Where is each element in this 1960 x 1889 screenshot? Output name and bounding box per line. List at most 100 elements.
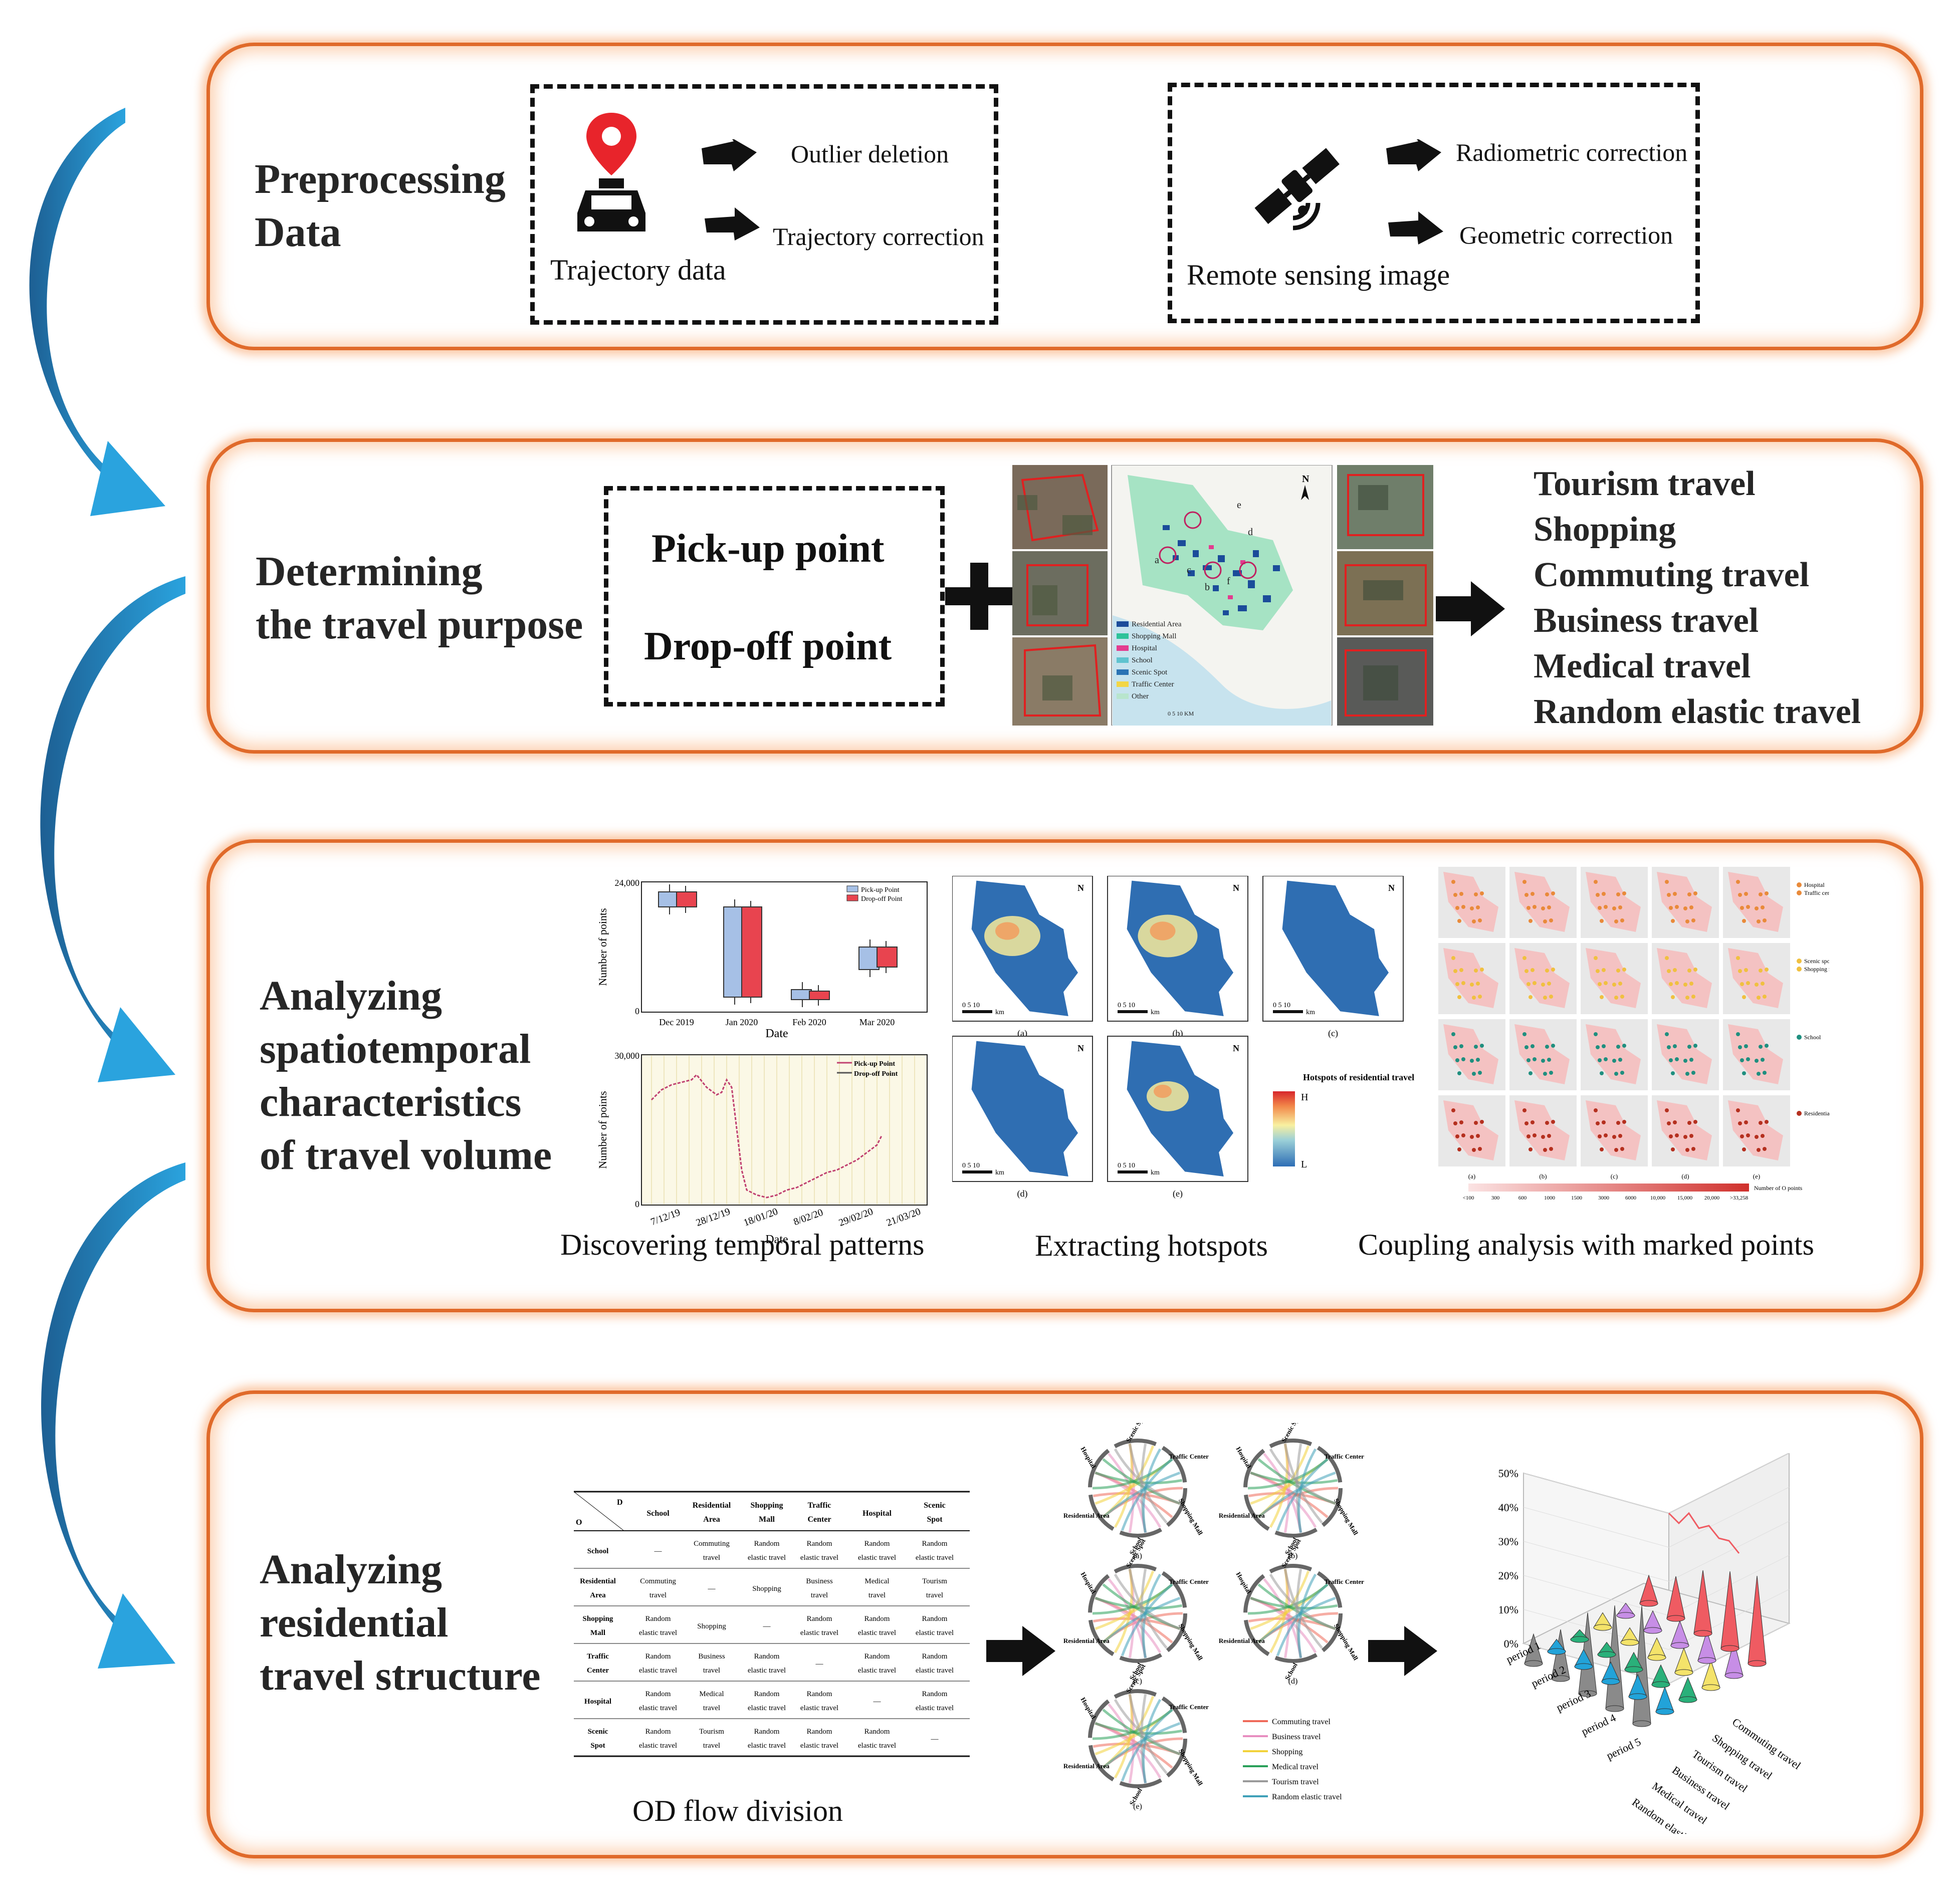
line-chart-gridlines: [651, 1056, 915, 1204]
hotspot-panel-label: (e): [1173, 1189, 1183, 1199]
box-pickup: [858, 947, 880, 970]
north-arrow: N: [1077, 883, 1084, 893]
purpose-medical-travel: Medical travel: [1534, 647, 1751, 685]
drop-off-point-label: Drop-off point: [644, 624, 892, 668]
coupling-count-label: 10,000: [1650, 1195, 1666, 1201]
chord-node-label: Shopping Mall: [1177, 1497, 1204, 1536]
coupling-map-cell: [1438, 1095, 1505, 1166]
flow-arrow-2: [40, 576, 185, 1082]
coupling-map-cell: [1652, 867, 1719, 938]
od-cell: Random: [864, 1728, 890, 1736]
caption-od-flow-division: OD flow division: [632, 1794, 843, 1827]
coupling-map-cell: [1723, 1095, 1790, 1166]
od-cell: travel: [868, 1591, 886, 1599]
od-cell: travel: [703, 1554, 720, 1562]
line-xtick: 29/02/20: [837, 1206, 875, 1229]
box-legend-pickup: Pick-up Point: [861, 886, 900, 894]
cone-period-label: period 3: [1555, 1687, 1593, 1714]
hotspot-scale-unit: km: [1306, 1009, 1315, 1016]
box-ytick-max: 24,000: [615, 878, 640, 888]
od-cell: —: [873, 1698, 882, 1706]
map-letter-a: a: [1155, 555, 1159, 566]
od-cell: elastic travel: [639, 1704, 677, 1712]
od-column-header: Center: [807, 1515, 831, 1524]
od-cell: Random: [922, 1540, 948, 1548]
box-dropoff: [809, 991, 830, 1000]
od-column-header: Mall: [759, 1515, 775, 1524]
od-cell: Random: [807, 1615, 832, 1623]
od-row-origin: Scenic: [588, 1728, 608, 1736]
od-cell: —: [654, 1547, 663, 1555]
caption-coupling: Coupling analysis with marked points: [1358, 1228, 1814, 1261]
coupling-map-cell: [1723, 1019, 1790, 1090]
od-cell: travel: [926, 1591, 943, 1599]
od-column-header: Residential: [693, 1501, 731, 1510]
north-arrow: N: [1233, 883, 1239, 893]
land-use-map: a b c d e f N Residential Area Shopping …: [1111, 465, 1333, 726]
north-arrow: N: [1233, 1043, 1239, 1053]
coupling-panel-label: (b): [1539, 1172, 1547, 1180]
cone-period-label: period 2: [1530, 1663, 1568, 1690]
svg-text:Residential Area: Residential Area: [1132, 620, 1182, 628]
chord-legend-label: Shopping: [1272, 1748, 1302, 1756]
satellite-icon: [1254, 148, 1340, 230]
chord-node-label: Shopping Mall: [1177, 1747, 1204, 1787]
map-letter-c: c: [1187, 565, 1191, 576]
chord-legend-label: Commuting travel: [1272, 1718, 1331, 1726]
line-ytick-min: 0: [635, 1199, 639, 1209]
box-dropoff: [877, 947, 898, 968]
od-cell: elastic travel: [748, 1667, 786, 1675]
coupling-legend-item: Residential area: [1804, 1110, 1829, 1117]
od-cell: Medical: [864, 1577, 889, 1585]
coupling-map-cell: [1438, 943, 1505, 1014]
od-column-header: Spot: [927, 1515, 943, 1524]
od-cell: —: [763, 1622, 771, 1630]
pick-up-point-label: Pick-up point: [651, 527, 885, 571]
od-cell: elastic travel: [800, 1554, 838, 1562]
coupling-legend-item: Traffic center: [1804, 889, 1829, 896]
od-cell: Medical: [699, 1690, 724, 1698]
line-xtick: 8/02/20: [792, 1207, 824, 1228]
coupling-legend-item: School: [1804, 1034, 1821, 1041]
plus-icon: [945, 563, 1012, 630]
od-cell: elastic travel: [800, 1629, 838, 1637]
od-row-origin: Traffic: [587, 1652, 609, 1661]
od-cell: Random: [754, 1728, 780, 1736]
line-xtick: 21/03/20: [885, 1206, 922, 1229]
hotspot-scale: 0 5 10: [1118, 1162, 1135, 1169]
od-cell: Random: [645, 1690, 671, 1698]
hotspot-scale: 0 5 10: [1273, 1002, 1290, 1009]
stage-title-spatiotemporal: Analyzing spatiotemporal characteristics…: [260, 973, 552, 1178]
flow-arrow-3: [41, 1162, 185, 1669]
od-cell: travel: [811, 1591, 828, 1599]
remote-sensing-tiles-right: [1337, 465, 1433, 726]
coupling-map-cell: [1509, 867, 1577, 938]
flow-arrows: [29, 108, 185, 1669]
od-cell: Shopping: [752, 1585, 781, 1593]
box-legend-dropoff: Drop-off Point: [861, 895, 903, 903]
od-cell: elastic travel: [858, 1667, 896, 1675]
coupling-count-label: 3000: [1598, 1195, 1610, 1201]
od-row-origin: School: [587, 1547, 609, 1555]
geometric-correction-label: Geometric correction: [1459, 221, 1673, 249]
coupling-map-cell: [1509, 1095, 1577, 1166]
od-cell: Random: [645, 1615, 671, 1623]
od-cell: Random: [807, 1690, 832, 1698]
coupling-map-cell: [1438, 867, 1505, 938]
cone-ztick: 10%: [1498, 1603, 1518, 1616]
box-dropoff: [741, 906, 762, 998]
box-xtick: Mar 2020: [859, 1017, 895, 1027]
svg-text:0 5 10 KM: 0 5 10 KM: [1168, 710, 1194, 717]
box-dropoff: [676, 891, 697, 907]
coupling-legend-item: Hospital: [1804, 881, 1825, 888]
od-cell: Tourism: [699, 1728, 724, 1736]
chord-legend-label: Business travel: [1272, 1733, 1321, 1741]
chord-node-label: Residential Area: [1063, 1762, 1110, 1770]
chord-node-label: Traffic Center: [1324, 1578, 1364, 1585]
